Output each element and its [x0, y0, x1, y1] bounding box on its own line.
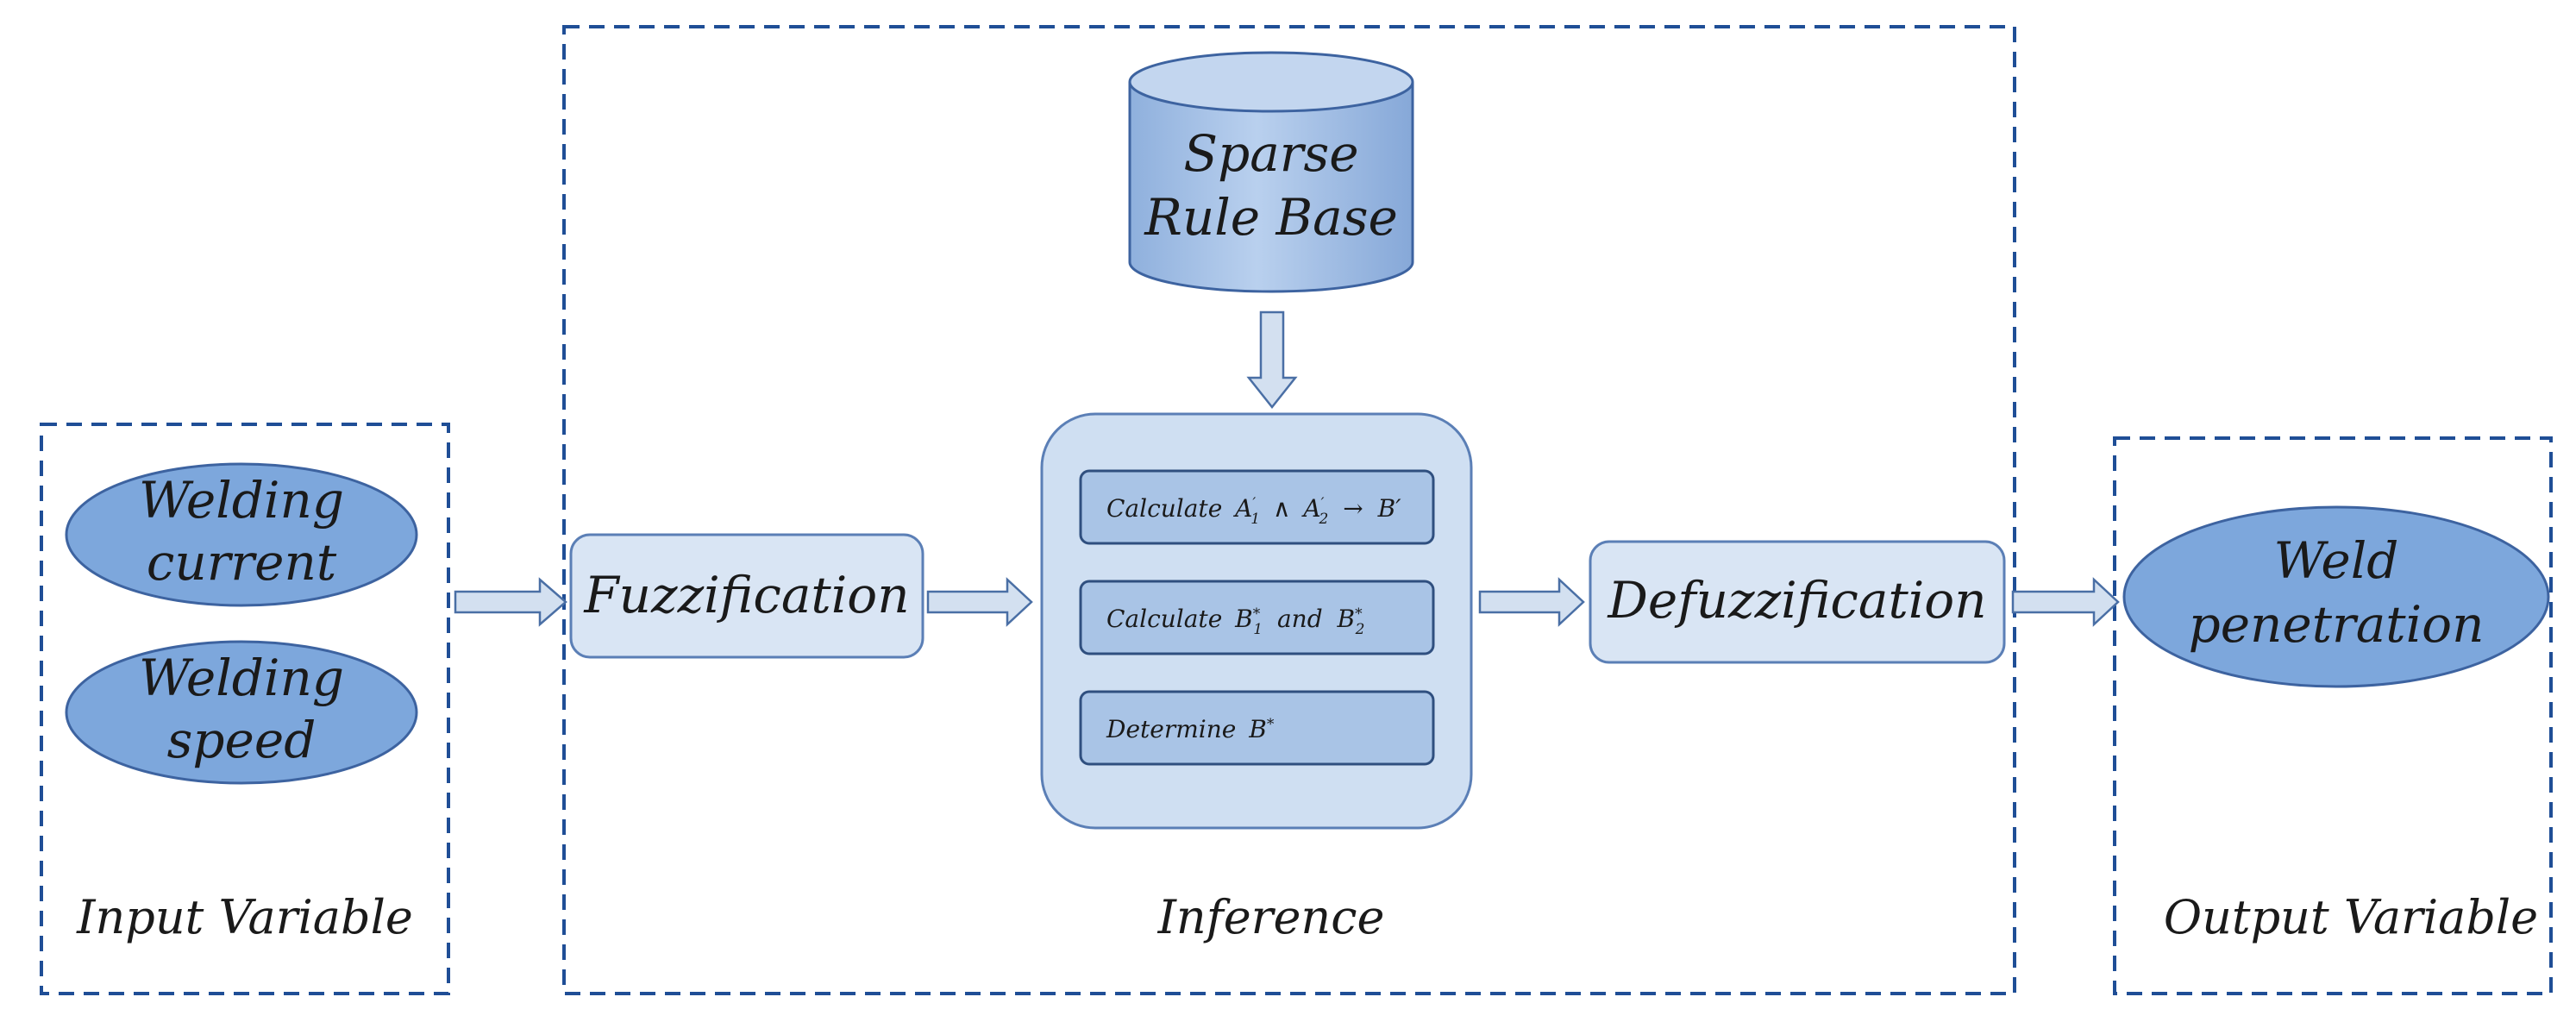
- welding-current-node: Welding current: [65, 462, 418, 607]
- arrow-fuzzification-to-inference: [926, 577, 1033, 627]
- welding-speed-line2: speed: [167, 711, 317, 769]
- welding-speed-node: Welding speed: [65, 640, 418, 785]
- output-variable-frame: [2113, 436, 2553, 995]
- step-calculate-implication: Calculate A′1 ∧ A′2 → B′: [1079, 469, 1435, 545]
- step-determine-b-star: Determine B*: [1079, 690, 1435, 766]
- step-calculate-b-star: Calculate B*1 and B*2: [1079, 580, 1435, 655]
- inference-caption: Inference: [1157, 890, 1385, 944]
- defuzzification-box: Defuzzification: [1589, 540, 2006, 664]
- weld-penetration-line2: penetration: [2189, 595, 2485, 654]
- inference-frame: [562, 25, 2016, 995]
- step-2-text: Calculate B*1 and B*2: [1106, 605, 1364, 640]
- defuzzification-label: Defuzzification: [1607, 571, 1986, 630]
- step-3-text: Determine B*: [1106, 715, 1275, 743]
- arrow-rulebase-to-inference: [1246, 310, 1298, 410]
- input-variable-caption: Input Variable: [76, 890, 413, 944]
- welding-speed-line1: Welding: [139, 649, 344, 707]
- inference-block: Calculate A′1 ∧ A′2 → B′ Calculate B*1 a…: [1040, 412, 1473, 830]
- welding-current-line1: Welding: [139, 471, 344, 530]
- fuzzification-box: Fuzzification: [569, 533, 924, 659]
- output-variable-caption: Output Variable: [2164, 890, 2538, 944]
- weld-penetration-line1: Weld: [2274, 531, 2399, 590]
- arrow-inference-to-defuzzification: [1478, 577, 1585, 627]
- welding-current-line2: current: [147, 533, 337, 592]
- rule-base-line1: Sparse: [1183, 124, 1358, 183]
- weld-penetration-node: Weld penetration: [2122, 505, 2550, 688]
- arrow-input-to-fuzzification: [454, 577, 567, 627]
- input-variable-frame: [40, 423, 450, 995]
- step-1-text: Calculate A′1 ∧ A′2 → B′: [1106, 494, 1401, 530]
- sparse-rule-base-cylinder: Sparse Rule Base: [1128, 51, 1414, 293]
- rule-base-line2: Rule Base: [1144, 188, 1398, 247]
- fuzzification-label: Fuzzification: [583, 566, 909, 624]
- arrow-defuzzification-to-output: [2011, 577, 2120, 627]
